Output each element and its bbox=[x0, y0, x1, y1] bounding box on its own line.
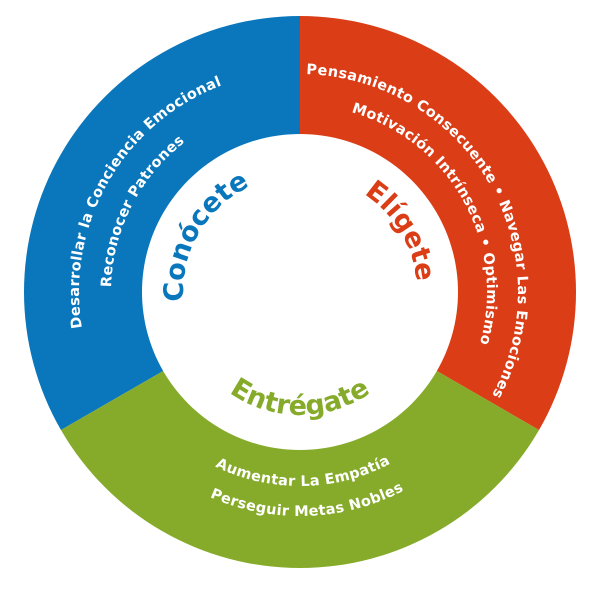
segment-eligete bbox=[300, 16, 576, 430]
segment-entregate bbox=[60, 371, 540, 568]
segment-conocete bbox=[24, 16, 301, 430]
entregate-title: Entrégate bbox=[225, 372, 374, 422]
